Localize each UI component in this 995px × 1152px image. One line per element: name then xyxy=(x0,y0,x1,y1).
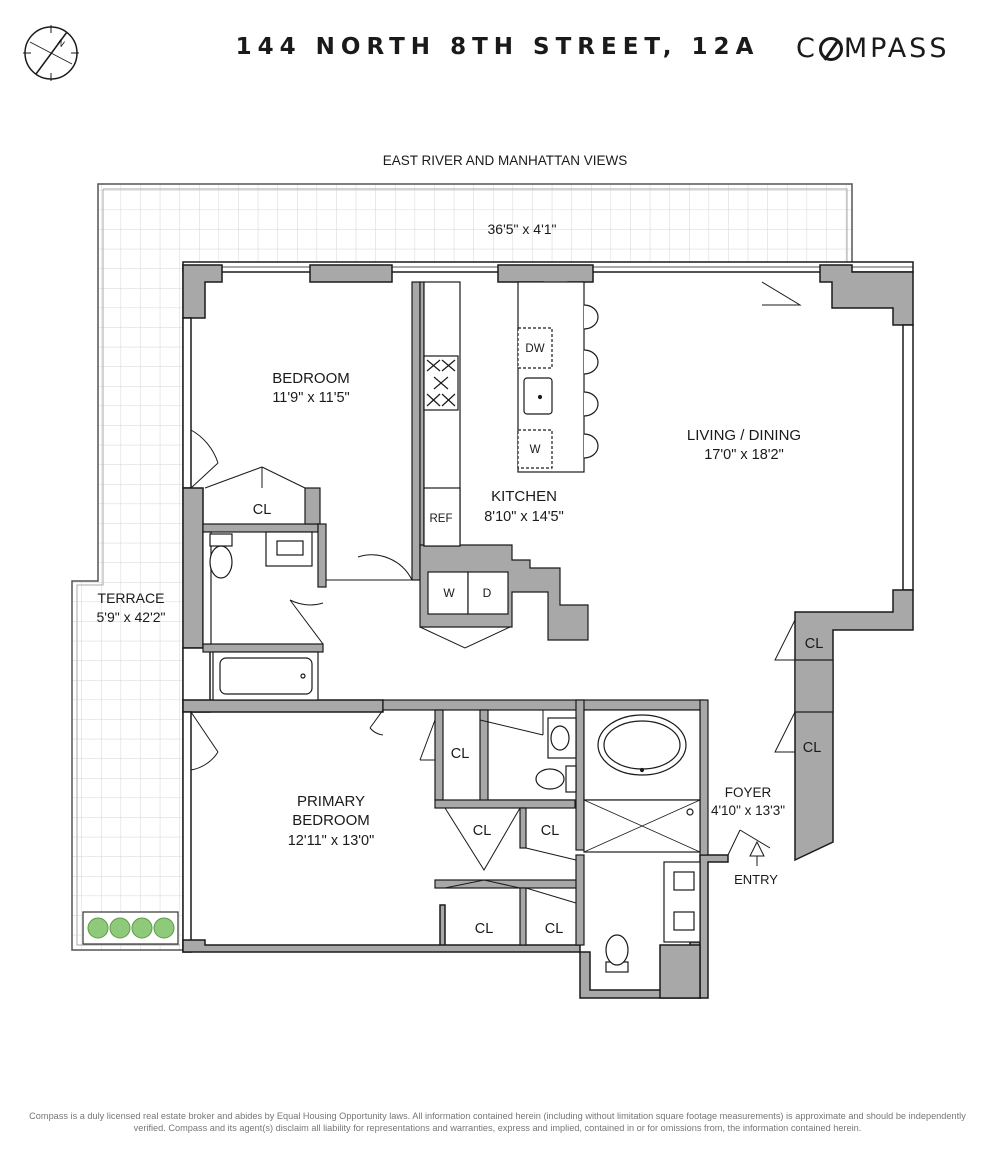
entry-label: ENTRY xyxy=(734,872,778,887)
closet-label-bedroom: CL xyxy=(253,502,272,518)
brand-logo: C MPASS xyxy=(796,33,949,64)
terrace-top-dims: 36'5" x 4'1" xyxy=(488,221,557,237)
closet-label-primary-4: CL xyxy=(475,921,494,937)
washer-label: W xyxy=(443,586,455,600)
compass-north-letter: N xyxy=(55,37,66,49)
planter-box xyxy=(82,911,179,945)
closet-label-primary-2: CL xyxy=(473,823,492,839)
kitchen-name: KITCHEN xyxy=(491,488,557,505)
brand-logo-start: C xyxy=(796,33,818,64)
toilet-tank xyxy=(209,533,233,547)
primary-dims: 12'11" x 13'0" xyxy=(288,833,375,849)
interior-walls xyxy=(202,281,834,946)
closet-label-primary-5: CL xyxy=(545,921,564,937)
toilet-icon-3 xyxy=(605,934,629,966)
closet-label-primary-1: CL xyxy=(451,746,470,762)
living-dims: 17'0" x 18'2" xyxy=(704,447,784,463)
dryer-label: D xyxy=(483,586,492,600)
brand-compass-o-icon xyxy=(818,37,843,61)
toilet-icon xyxy=(209,545,233,579)
page-title: 144 NORTH 8TH STREET, 12A xyxy=(235,34,760,60)
dishwasher-label: DW xyxy=(525,343,544,355)
kitchen-dims: 8'10" x 14'5" xyxy=(484,509,564,525)
primary-name-line1: PRIMARY xyxy=(297,793,365,810)
north-compass-icon: N xyxy=(23,25,79,81)
wine-fridge-label: W xyxy=(530,444,541,456)
doors xyxy=(190,281,802,904)
living-name: LIVING / DINING xyxy=(687,427,801,444)
kitchen-fixtures xyxy=(423,281,599,615)
washer xyxy=(427,571,469,615)
toilet-icon-2 xyxy=(535,768,565,790)
exterior-walls xyxy=(182,261,914,999)
bathroom-fixtures xyxy=(209,531,701,973)
terrace-name: TERRACE xyxy=(98,590,165,606)
closet-label-foyer-2: CL xyxy=(803,740,822,756)
dryer xyxy=(467,571,509,615)
legal-disclaimer: Compass is a duly licensed real estate b… xyxy=(29,1111,966,1133)
foyer-dims: 4'10" x 13'3" xyxy=(711,803,785,818)
refrigerator-label: REF xyxy=(430,513,453,525)
views-label: EAST RIVER AND MANHATTAN VIEWS xyxy=(383,153,628,168)
entry-arrow-icon xyxy=(749,840,765,866)
closet-label-foyer-1: CL xyxy=(805,636,824,652)
terrace-dims: 5'9" x 42'2" xyxy=(97,609,166,625)
foyer-name: FOYER xyxy=(725,785,772,800)
bedroom-name: BEDROOM xyxy=(272,370,350,387)
bedroom-dims: 11'9" x 11'5" xyxy=(272,390,349,406)
brand-logo-end: MPASS xyxy=(843,33,950,64)
closet-label-primary-3: CL xyxy=(541,823,560,839)
refrigerator xyxy=(423,487,461,547)
primary-name-line2: BEDROOM xyxy=(292,812,370,829)
